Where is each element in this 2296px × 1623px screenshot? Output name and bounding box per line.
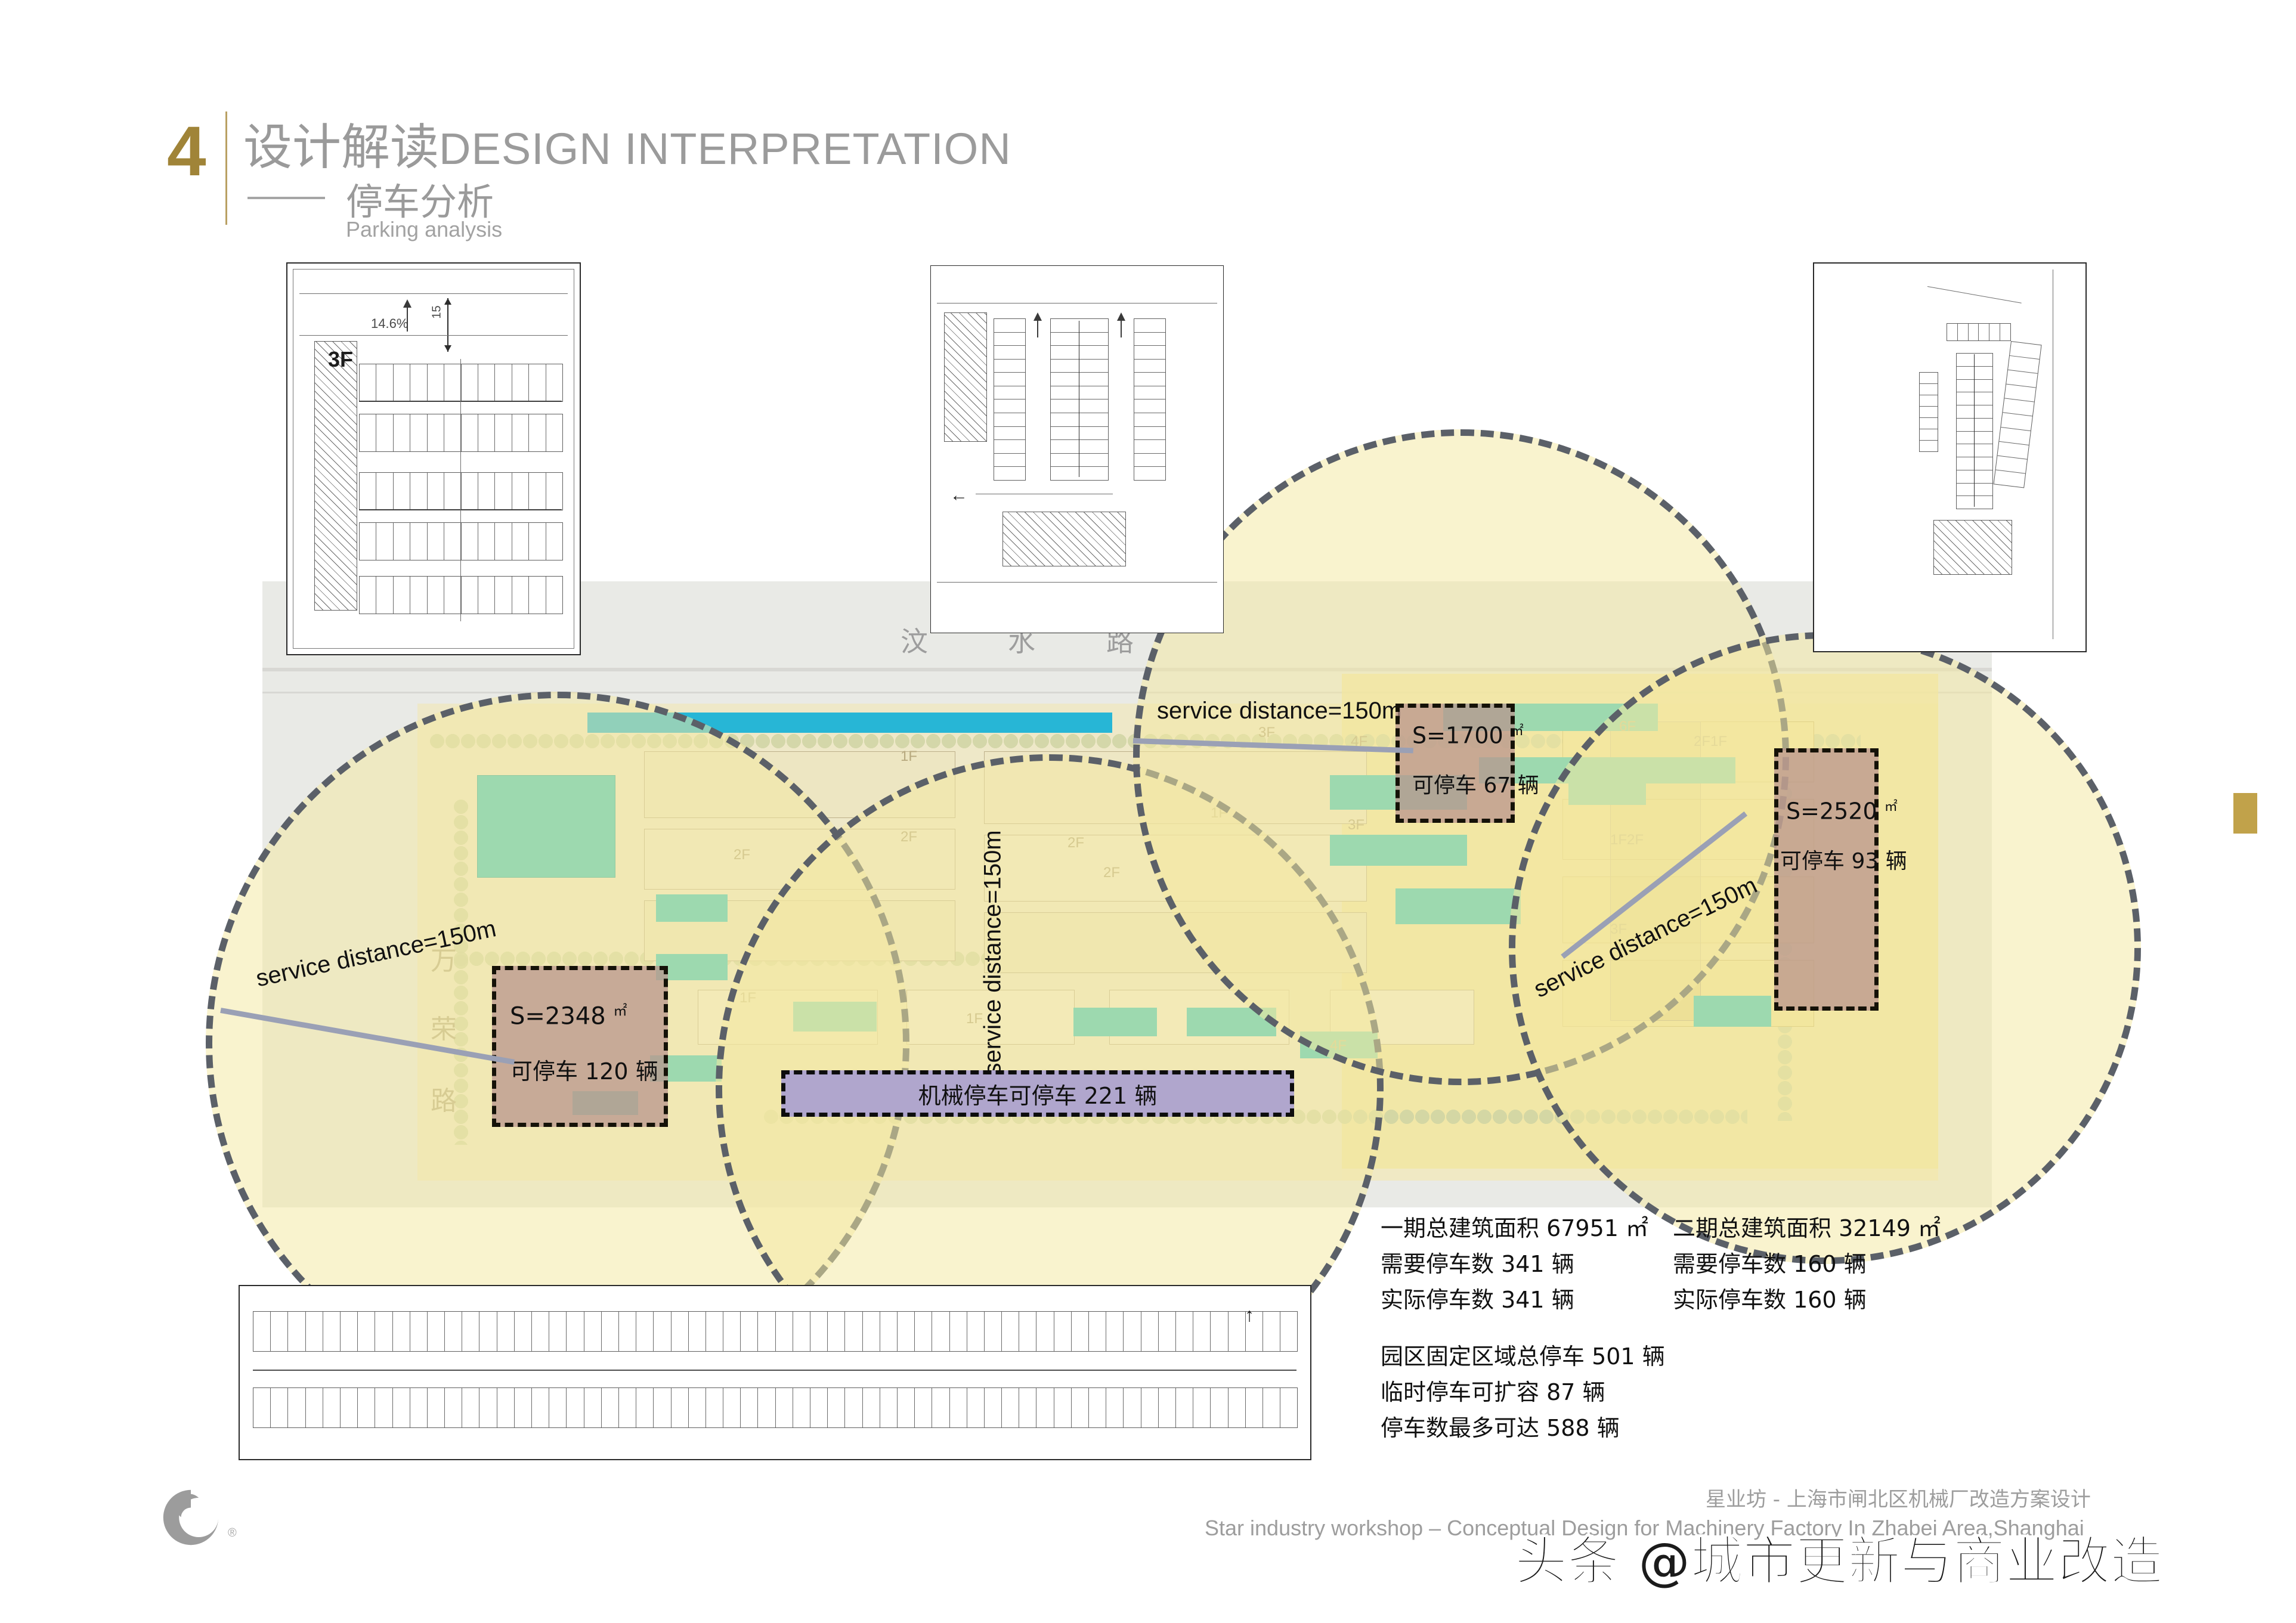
phase1-required: 需要停车数 341 辆	[1381, 1251, 1574, 1277]
phase1-gfa: 一期总建筑面积 67951 ㎡	[1381, 1215, 1649, 1241]
road-centerline-north	[262, 692, 1992, 693]
parking-stall-column	[1956, 353, 1993, 509]
footer-project-en: Star industry workshop – Conceptual Desi…	[1205, 1516, 2084, 1540]
hatch-building	[1002, 512, 1126, 566]
mechanical-parking-zone[interactable]: 机械停车可停车 221 辆	[781, 1070, 1294, 1117]
parking-stall-row	[253, 1387, 1298, 1428]
total-fixed-parking: 园区固定区域总停车 501 辆	[1381, 1343, 1665, 1370]
parking-stall-row	[359, 364, 563, 402]
cad-line	[299, 335, 568, 336]
circulation-arrow-up	[1033, 312, 1042, 337]
page-edge-tab	[2233, 793, 2257, 834]
service-distance-label-north: service distance=150m	[1157, 698, 1402, 724]
parking-stall-row	[359, 576, 563, 614]
cad-aisle-line	[1974, 354, 1975, 507]
dimension-label: 15	[430, 305, 444, 319]
phase1-actual: 实际停车数 341 辆	[1381, 1287, 1574, 1313]
ramp-direction-arrow	[403, 299, 411, 332]
mechanical-parking-label: 机械停车可停车 221 辆	[918, 1082, 1158, 1109]
footer-project-cn: 星业坊 - 上海市闸北区机械厂改造方案设计	[1706, 1488, 2091, 1512]
parking-stall-column	[1993, 341, 2042, 488]
parking-zone-east[interactable]	[1774, 748, 1879, 1011]
parking-zone-center[interactable]	[1395, 704, 1515, 823]
page-title-en: DESIGN INTERPRETATION	[439, 124, 1011, 174]
page-header: 4 设计解读DESIGN INTERPRETATION	[167, 111, 1011, 236]
zone-area-unit: ㎡	[1884, 800, 1898, 814]
hatch-wall	[314, 341, 357, 611]
parking-stall-row	[253, 1311, 1298, 1352]
parking-zone-west-area: S=2348 ㎡	[510, 999, 627, 1030]
parking-totals: 园区固定区域总停车 501 辆 临时停车可扩容 87 辆 停车数最多可达 588…	[1381, 1339, 1665, 1446]
stats-phase1-column: 一期总建筑面积 67951 ㎡ 需要停车数 341 辆 实际停车数 341 辆	[1381, 1210, 1673, 1318]
subtitle-dash	[247, 197, 325, 199]
zone-area-value: S=2348	[510, 1002, 606, 1030]
page-title-cn: 设计解读	[243, 119, 440, 176]
zone-area-value: S=1700	[1412, 722, 1503, 749]
parking-zone-center-area: S=1700 ㎡	[1412, 720, 1524, 749]
floor-label-3f: 3F	[328, 347, 354, 371]
header-divider	[225, 111, 227, 225]
parking-stall-column	[1134, 318, 1166, 481]
cad-aisle-line	[460, 359, 461, 621]
parking-zone-west-capacity: 可停车 120 辆	[510, 1058, 658, 1085]
parking-stall-row	[1947, 323, 2011, 341]
subtitle-cn: 停车分析	[346, 180, 494, 224]
circulation-arrow-left: ←	[950, 485, 968, 505]
zone-area-unit: ㎡	[1510, 724, 1524, 739]
parking-zone-east-area: S=2520 ㎡	[1786, 796, 1898, 825]
inset-garage-plan-3f[interactable]: 3F 14.6% 15	[286, 262, 581, 655]
zone-area-value: S=2520	[1786, 798, 1877, 825]
parking-zone-center-capacity: 可停车 67 辆	[1412, 773, 1539, 798]
parking-stall-column	[1050, 318, 1109, 481]
inset-frame	[293, 269, 574, 649]
subtitle-en: Parking analysis	[346, 217, 503, 241]
cad-line	[1927, 286, 2022, 303]
parking-stall-row	[359, 522, 563, 560]
cad-aisle-line	[253, 1370, 1296, 1371]
company-logo	[163, 1489, 219, 1545]
ramp-slope-label: 14.6%	[371, 316, 409, 331]
road-edge-north	[262, 668, 1992, 671]
hatch-building	[944, 312, 987, 442]
cad-line	[299, 293, 568, 294]
watermark-text: 头条 @城市更新与商业改造	[1514, 1530, 2164, 1593]
dimension-line	[444, 298, 451, 352]
inset-north-lot-plan[interactable]	[1813, 262, 2087, 652]
parking-statistics: 一期总建筑面积 67951 ㎡ 需要停车数 341 辆 实际停车数 341 辆 …	[1381, 1210, 1977, 1318]
total-temporary-parking: 临时停车可扩容 87 辆	[1381, 1379, 1605, 1405]
parking-stall-column	[1919, 372, 1938, 452]
parking-stall-row	[359, 414, 563, 452]
inset-linear-parking-plan[interactable]: ↑	[239, 1285, 1311, 1460]
inset-surface-lot-plan[interactable]: ←	[930, 265, 1224, 633]
parking-zone-east-capacity: 可停车 93 辆	[1780, 849, 1907, 874]
registered-trademark-mark: ®	[228, 1526, 237, 1540]
phase2-required: 需要停车数 160 辆	[1673, 1251, 1867, 1277]
street-name-north-char: 汶	[901, 625, 928, 658]
hatch-building	[1933, 520, 2012, 575]
service-distance-label-center: service distance=150m	[979, 830, 1006, 1075]
stats-phase2-column: 二期总建筑面积 32149 ㎡ 需要停车数 160 辆 实际停车数 160 辆	[1673, 1210, 1965, 1318]
north-arrow-icon: ↑	[1245, 1304, 1254, 1325]
zone-area-unit: ㎡	[613, 1003, 627, 1019]
chapter-number: 4	[167, 112, 206, 191]
cad-line	[937, 582, 1217, 583]
phase2-gfa: 二期总建筑面积 32149 ㎡	[1673, 1215, 1941, 1241]
parking-zone-west[interactable]	[492, 966, 668, 1127]
phase2-actual: 实际停车数 160 辆	[1673, 1287, 1867, 1313]
page-title: 设计解读DESIGN INTERPRETATION	[243, 122, 1011, 175]
parking-stall-row	[359, 472, 563, 510]
total-maximum-parking: 停车数最多可达 588 辆	[1381, 1415, 1620, 1441]
parking-stall-column	[994, 318, 1026, 481]
circulation-arrow-up	[1117, 312, 1125, 337]
